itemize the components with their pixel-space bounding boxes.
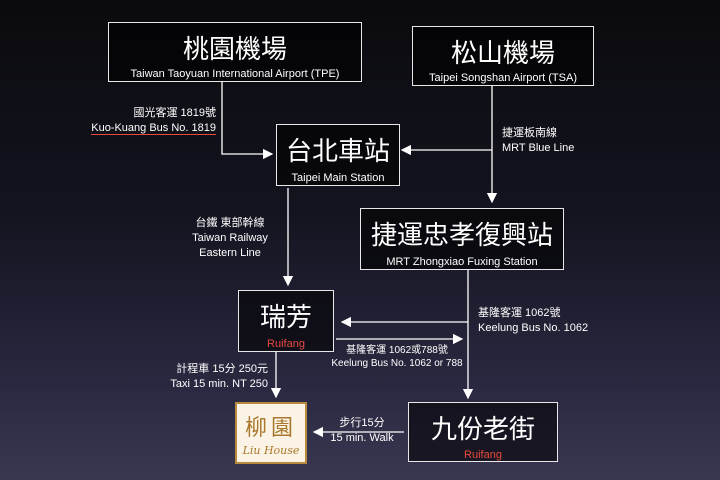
node-jiufen-old-street: 九份老街 Ruifang — [408, 402, 558, 462]
label-tsa-main: 捷運板南線 MRT Blue Line — [502, 126, 612, 156]
label-fuxing-jiufen-zh: 基隆客運 1062號 — [478, 307, 561, 319]
node-fuxing-en: MRT Zhongxiao Fuxing Station — [386, 256, 538, 268]
label-tpe-main-en: Kuo-Kuang Bus No. 1819 — [60, 121, 216, 136]
label-ruifang-liu-zh: 計程車 15分 250元 — [176, 363, 268, 375]
node-main-en: Taipei Main Station — [291, 172, 385, 184]
node-songshan-zh: 松山機場 — [450, 39, 555, 69]
liu-house-zh: 柳園 — [244, 416, 297, 441]
label-ruifang-jiufen: 基隆客運 1062或788號 Keelung Bus No. 1062 or 7… — [322, 344, 472, 370]
label-fuxing-jiufen: 基隆客運 1062號 Keelung Bus No. 1062 — [478, 306, 618, 336]
label-main-ruifang: 台鐵 東部幹線 Taiwan Railway Eastern Line — [180, 216, 280, 261]
node-zhongxiao-fuxing: 捷運忠孝復興站 MRT Zhongxiao Fuxing Station — [360, 208, 564, 270]
label-tsa-main-zh: 捷運板南線 — [502, 127, 557, 139]
liu-house-logo: 柳園 Liu House — [235, 402, 307, 464]
label-tsa-main-en: MRT Blue Line — [502, 142, 575, 154]
label-jiufen-liu: 步行15分 15 min. Walk — [320, 416, 404, 446]
node-songshan-en: Taipei Songshan Airport (TSA) — [429, 72, 577, 84]
label-tpe-main: 國光客運 1819號 Kuo-Kuang Bus No. 1819 — [60, 106, 216, 136]
label-main-ruifang-en2: Eastern Line — [199, 247, 261, 259]
label-main-ruifang-zh: 台鐵 東部幹線 — [195, 217, 265, 229]
label-tpe-main-zh: 國光客運 1819號 — [133, 107, 216, 119]
node-ruifang: 瑞芳 Ruifang — [238, 290, 334, 352]
label-ruifang-jiufen-zh: 基隆客運 1062或788號 — [346, 345, 448, 356]
node-taipei-main-station: 台北車站 Taipei Main Station — [276, 124, 400, 186]
label-main-ruifang-en1: Taiwan Railway — [192, 232, 268, 244]
label-jiufen-liu-en: 15 min. Walk — [330, 432, 394, 444]
liu-house-en: Liu House — [242, 444, 300, 457]
node-jiufen-zh: 九份老街 — [430, 415, 535, 445]
label-ruifang-liu: 計程車 15分 250元 Taxi 15 min. NT 250 — [134, 362, 268, 392]
node-ruifang-en: Ruifang — [267, 338, 305, 350]
node-ruifang-zh: 瑞芳 — [259, 303, 312, 333]
node-taoyuan-en: Taiwan Taoyuan International Airport (TP… — [130, 68, 340, 80]
node-fuxing-zh: 捷運忠孝復興站 — [370, 221, 553, 251]
label-ruifang-liu-en: Taxi 15 min. NT 250 — [170, 378, 268, 390]
label-tpe-main-en-text: Kuo-Kuang Bus No. 1819 — [91, 122, 216, 135]
label-ruifang-jiufen-en: Keelung Bus No. 1062 or 788 — [331, 358, 463, 369]
node-jiufen-en: Ruifang — [464, 449, 502, 461]
node-taoyuan-zh: 桃園機場 — [182, 35, 287, 65]
node-songshan-airport: 松山機場 Taipei Songshan Airport (TSA) — [412, 26, 594, 86]
node-taoyuan-airport: 桃園機場 Taiwan Taoyuan International Airpor… — [108, 22, 362, 82]
arrow-tpe-main — [221, 82, 274, 160]
label-jiufen-liu-zh: 步行15分 — [339, 417, 385, 429]
node-main-zh: 台北車站 — [285, 137, 390, 167]
label-fuxing-jiufen-en: Keelung Bus No. 1062 — [478, 322, 589, 334]
